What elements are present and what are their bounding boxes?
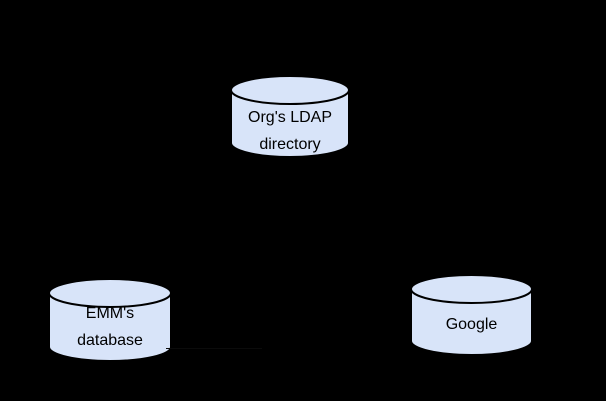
node-orgs-ldap-directory: Org's LDAP directory [230, 75, 350, 158]
database-cylinder-icon [410, 274, 533, 356]
cylinder-body [230, 89, 350, 158]
node-google: Google [410, 274, 533, 356]
cylinder-body [410, 288, 533, 356]
cylinder-body [48, 292, 172, 362]
database-cylinder-icon [48, 278, 172, 362]
cylinder-top [48, 278, 172, 308]
node-emms-database: EMM's database [48, 278, 172, 362]
cylinder-top [230, 75, 350, 105]
cylinder-top [410, 274, 533, 304]
database-cylinder-icon [230, 75, 350, 158]
connector-trace-line [166, 348, 262, 349]
